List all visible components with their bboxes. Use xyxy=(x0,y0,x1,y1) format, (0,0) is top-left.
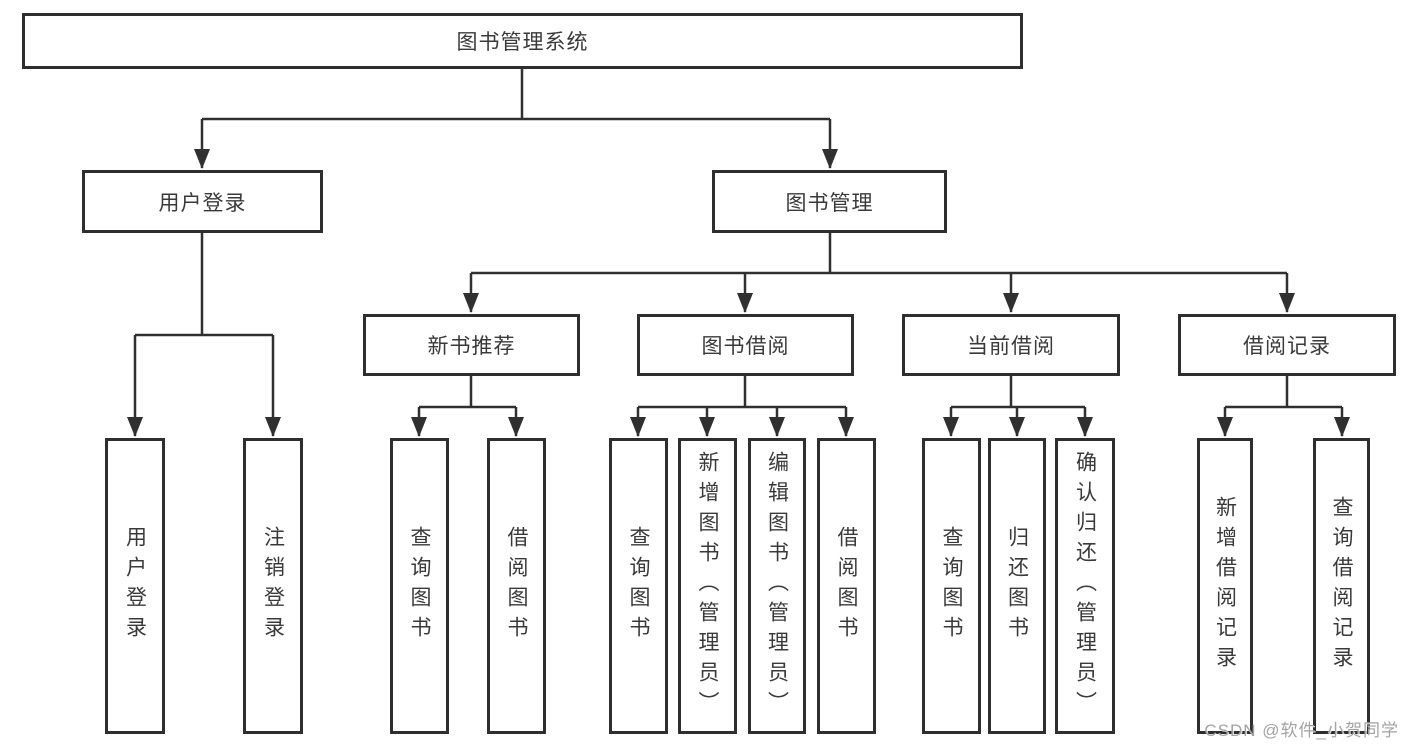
leaf-label: 查询图书 xyxy=(627,526,650,646)
leaf-query-books-borrow: 查询图书 xyxy=(609,438,668,734)
leaf-query-borrow-record: 查询借阅记录 xyxy=(1313,438,1370,734)
leaf-edit-books-admin: 编辑图书（管理员） xyxy=(748,438,806,734)
leaf-query-books-current: 查询图书 xyxy=(922,438,981,734)
leaf-label: 确认归还（管理员） xyxy=(1073,451,1097,721)
leaf-user-login: 用户登录 xyxy=(105,438,165,734)
leaf-confirm-return-admin: 确认归还（管理员） xyxy=(1055,438,1115,734)
node-book-management: 图书管理 xyxy=(712,170,947,233)
leaf-label: 查询借阅记录 xyxy=(1330,496,1353,676)
csdn-watermark: CSDN @软件_小贺同学 xyxy=(1204,721,1399,740)
node-new-book-recommend: 新书推荐 xyxy=(363,314,580,376)
leaf-borrow-books-recommend: 借阅图书 xyxy=(487,438,546,734)
leaf-label: 编辑图书（管理员） xyxy=(765,451,789,721)
node-root: 图书管理系统 xyxy=(22,13,1023,69)
leaf-borrow-books: 借阅图书 xyxy=(817,438,876,734)
leaf-add-books-admin: 新增图书（管理员） xyxy=(678,438,737,734)
leaf-label: 查询图书 xyxy=(408,526,431,646)
leaf-label: 查询图书 xyxy=(940,526,963,646)
node-book-borrow: 图书借阅 xyxy=(637,314,854,376)
node-user-login: 用户登录 xyxy=(82,170,323,233)
leaf-label: 注销登录 xyxy=(261,526,285,646)
node-borrow-records: 借阅记录 xyxy=(1178,314,1396,376)
leaf-label: 用户登录 xyxy=(123,526,147,646)
leaf-label: 归还图书 xyxy=(1005,526,1029,646)
leaf-return-books: 归还图书 xyxy=(988,438,1046,734)
leaf-logout: 注销登录 xyxy=(243,438,303,734)
leaf-query-books-recommend: 查询图书 xyxy=(390,438,449,734)
node-current-borrow: 当前借阅 xyxy=(902,314,1120,376)
leaf-label: 借阅图书 xyxy=(505,526,528,646)
leaf-label: 新增图书（管理员） xyxy=(696,451,719,721)
leaf-label: 新增借阅记录 xyxy=(1213,496,1237,676)
leaf-label: 借阅图书 xyxy=(835,526,858,646)
leaf-add-borrow-record: 新增借阅记录 xyxy=(1197,438,1253,734)
